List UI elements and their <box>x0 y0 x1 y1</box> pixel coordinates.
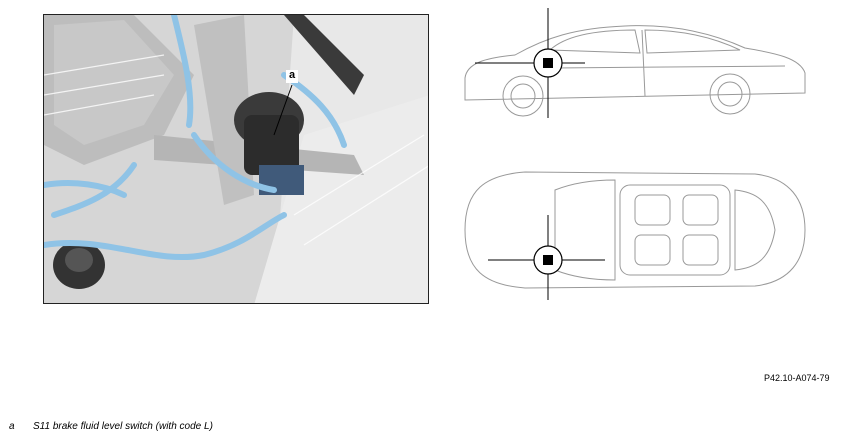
legend-key: a <box>9 421 15 432</box>
car-side-view <box>455 8 815 128</box>
car-side-illustration <box>464 8 806 118</box>
callout-label-a: a <box>289 69 296 81</box>
engine-bay-photo <box>43 14 429 304</box>
figure-reference: P42.10-A074-79 <box>764 373 830 383</box>
car-top-illustration <box>464 171 806 300</box>
legend-entry: a S11 brake fluid level switch (with cod… <box>9 421 213 432</box>
car-top-view <box>455 160 815 300</box>
engine-bay-illustration <box>44 15 428 303</box>
legend-text: S11 brake fluid level switch (with code … <box>33 421 213 432</box>
